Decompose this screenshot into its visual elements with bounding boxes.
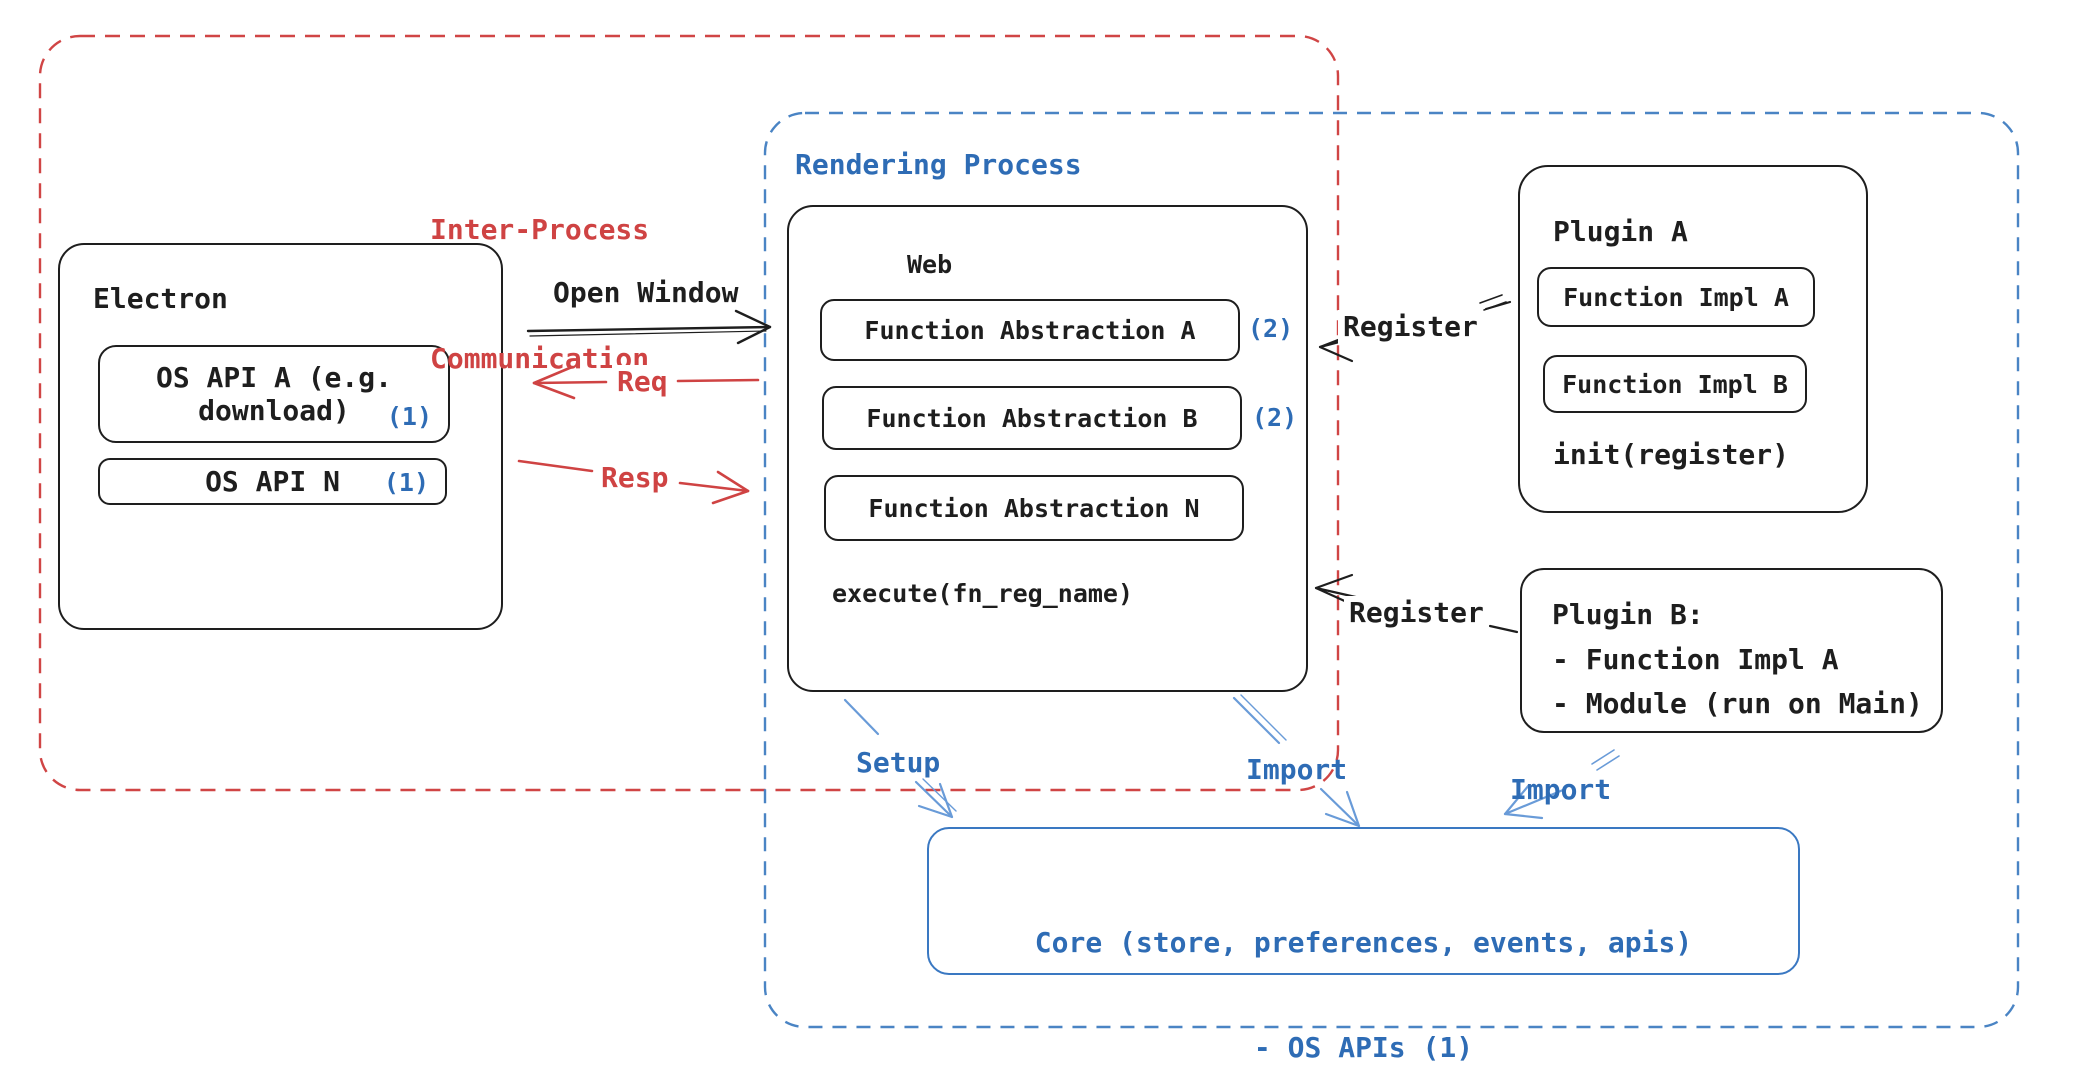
- plugin-a-title: Plugin A: [1553, 215, 1688, 248]
- os-api-a-line2: download): [198, 394, 350, 427]
- electron-title: Electron: [93, 282, 228, 315]
- os-api-a-ref: (1): [386, 402, 432, 431]
- fn-abstraction-b-ref: (2): [1252, 403, 1298, 432]
- setup-label: Setup: [856, 746, 941, 779]
- plugin-b-item-2: - Module (run on Main): [1552, 687, 1923, 720]
- fn-abstraction-n-label: Function Abstraction N: [868, 493, 1200, 523]
- plugin-a-init-label: init(register): [1553, 438, 1790, 471]
- fn-abstraction-b-label: Function Abstraction B: [866, 403, 1198, 433]
- req-label: Req: [612, 365, 673, 400]
- import-web-label: Import: [1246, 753, 1348, 786]
- function-impl-a-box: Function Impl A: [1537, 267, 1815, 327]
- register-plugin-b-label: Register: [1344, 596, 1489, 631]
- rendering-process-label: Rendering Process: [795, 148, 1082, 181]
- plugin-b-item-1: - Function Impl A: [1552, 643, 1839, 676]
- os-api-a-box: OS API A (e.g. download) (1): [98, 345, 450, 443]
- register-plugin-a-label: Register: [1338, 310, 1483, 345]
- os-api-n-box: OS API N (1): [98, 458, 447, 505]
- os-api-n-label: OS API N: [205, 465, 340, 498]
- web-title: Web: [907, 250, 953, 279]
- web-execute-label: execute(fn_reg_name): [832, 579, 1134, 608]
- fn-abstraction-a-box: Function Abstraction A: [820, 299, 1240, 361]
- core-line-2: - OS APIs (1): [1253, 1031, 1474, 1064]
- core-text: Core (store, preferences, events, apis) …: [927, 855, 1800, 1066]
- import-plugin-b-label: Import: [1510, 773, 1612, 806]
- os-api-a-line1: OS API A (e.g.: [155, 361, 392, 394]
- core-line-1: Core (store, preferences, events, apis): [1034, 926, 1693, 959]
- open-window-label: Open Window: [553, 276, 739, 309]
- plugin-b-title: Plugin B:: [1552, 598, 1704, 631]
- ipc-label-line1: Inter-Process: [430, 213, 650, 246]
- fn-abstraction-n-box: Function Abstraction N: [824, 475, 1244, 541]
- os-api-n-ref: (1): [383, 468, 429, 497]
- fn-abstraction-b-box: Function Abstraction B: [822, 386, 1242, 450]
- function-impl-a-label: Function Impl A: [1563, 282, 1789, 312]
- function-impl-b-box: Function Impl B: [1543, 355, 1807, 413]
- function-impl-b-label: Function Impl B: [1562, 369, 1788, 399]
- fn-abstraction-a-label: Function Abstraction A: [864, 315, 1196, 345]
- fn-abstraction-a-ref: (2): [1248, 314, 1294, 343]
- resp-label: Resp: [596, 461, 674, 496]
